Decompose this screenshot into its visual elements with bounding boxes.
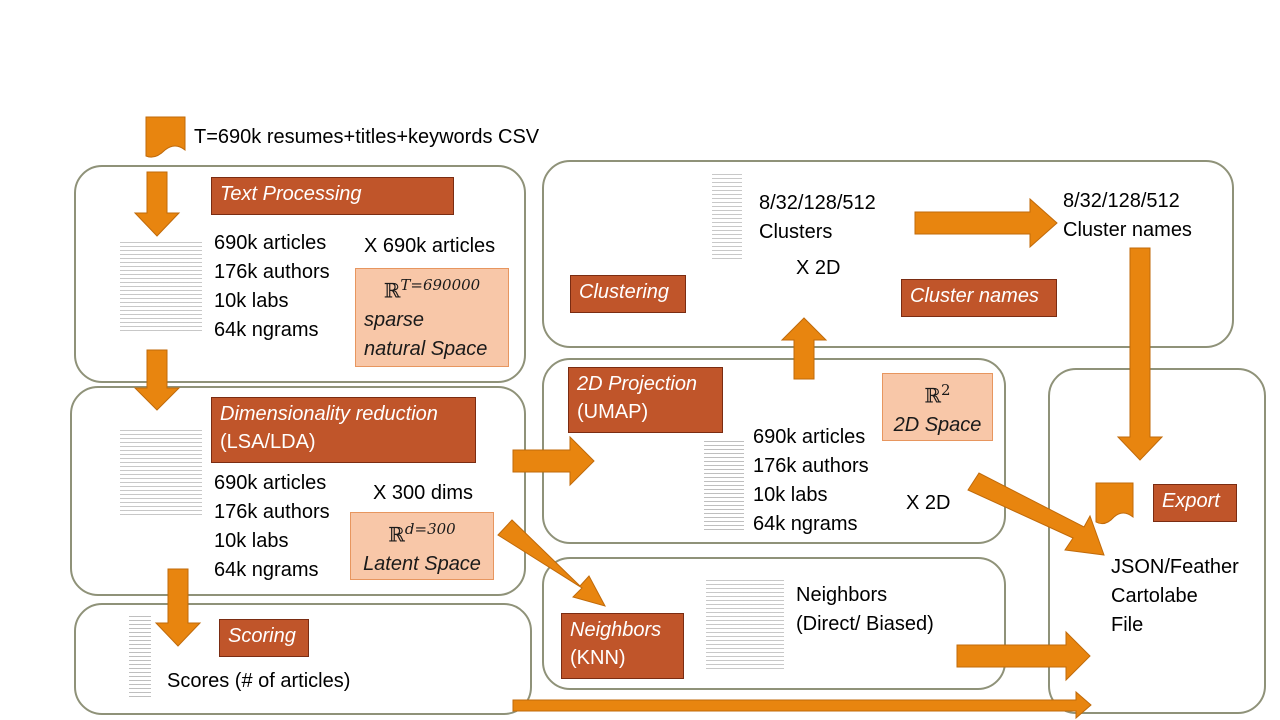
clustering-note: X 2D (796, 257, 841, 279)
count-authors: 176k authors (753, 455, 869, 477)
space-symbol: ℝ2 (924, 381, 951, 408)
cluster-names-label: Cluster names (901, 279, 1057, 317)
dim-reduction-title: Dimensionality reduction (220, 403, 438, 425)
space-line: 2D Space (893, 413, 982, 436)
clustering-panel (542, 160, 1234, 348)
count-ngrams: 64k ngrams (214, 559, 319, 581)
projection-counts: 690k articles 176k authors 10k labs 64k … (753, 423, 869, 539)
scoring-label: Scoring (219, 619, 309, 657)
projection-label: 2D Projection (UMAP) (568, 367, 723, 433)
arrow-icon (133, 349, 181, 411)
text-processing-counts: 690k articles 176k authors 10k labs 64k … (214, 229, 330, 345)
arrow-icon (914, 197, 1058, 249)
count-labs: 10k labs (753, 484, 828, 506)
matrix-thumbnail-icon (120, 242, 202, 332)
count-articles: 690k articles (214, 232, 327, 254)
count-authors: 176k authors (214, 261, 330, 283)
sparse-space-box: ℝT=690000 sparse natural Space (355, 268, 509, 367)
count-articles: 690k articles (214, 472, 327, 494)
matrix-thumbnail-icon (712, 174, 742, 262)
text-processing-note: X 690k articles (364, 235, 496, 257)
arrow-icon (1116, 247, 1164, 461)
space-line-2: natural Space (364, 337, 488, 360)
arrow-icon (956, 630, 1091, 682)
cluster-names-counts: 8/32/128/512 (1063, 190, 1180, 212)
arrow-icon (512, 435, 595, 487)
space-symbol: ℝT=690000 (383, 276, 481, 303)
arrow-icon (780, 317, 828, 380)
projection-title: 2D Projection (577, 373, 698, 395)
clusters-word: Clusters (759, 221, 833, 243)
count-ngrams: 64k ngrams (753, 513, 858, 535)
space-superscript: d=300 (404, 520, 456, 538)
dim-reduction-subtitle: (LSA/LDA) (220, 431, 316, 453)
neighbors-subtitle: (KNN) (570, 647, 626, 669)
arrow-icon (512, 690, 1092, 720)
matrix-thumbnail-icon (120, 430, 202, 518)
count-articles: 690k articles (753, 426, 866, 448)
export-line-2: Cartolabe (1111, 585, 1198, 607)
document-icon (1095, 482, 1134, 525)
export-line-3: File (1111, 614, 1144, 636)
clusters-counts: 8/32/128/512 (759, 192, 876, 214)
count-authors: 176k authors (214, 501, 330, 523)
export-title: Export (1162, 490, 1220, 512)
matrix-thumbnail-icon (704, 441, 744, 531)
scoring-title: Scoring (228, 625, 296, 647)
space-line: Latent Space (363, 552, 481, 575)
neighbors-label: Neighbors (KNN) (561, 613, 684, 679)
export-label: Export (1153, 484, 1237, 522)
source-label: T=690k resumes+titles+keywords CSV (194, 126, 540, 148)
arrow-icon (133, 171, 181, 237)
dim-reduction-note: X 300 dims (373, 482, 474, 504)
matrix-thumbnail-icon (706, 580, 784, 672)
text-processing-label: Text Processing (211, 177, 454, 215)
cluster-names-word: Cluster names (1063, 219, 1192, 241)
clustering-title: Clustering (579, 281, 670, 303)
neighbors-line-2: (Direct/ Biased) (796, 613, 934, 635)
neighbors-title: Neighbors (570, 619, 662, 641)
count-labs: 10k labs (214, 530, 289, 552)
dim-reduction-counts: 690k articles 176k authors 10k labs 64k … (214, 469, 330, 585)
space-superscript: 2 (941, 381, 951, 399)
export-line-1: JSON/Feather (1111, 556, 1239, 578)
matrix-thumbnail-icon (129, 616, 151, 700)
dim-reduction-label: Dimensionality reduction (LSA/LDA) (211, 397, 476, 463)
clustering-label: Clustering (570, 275, 686, 313)
projection-subtitle: (UMAP) (577, 401, 649, 423)
space-line-1: sparse (364, 308, 425, 331)
clusters-text: 8/32/128/512 Clusters (759, 189, 876, 247)
cluster-names-text: 8/32/128/512 Cluster names (1063, 187, 1192, 245)
arrow-icon (967, 472, 1105, 556)
count-labs: 10k labs (214, 290, 289, 312)
2d-space-box: ℝ2 2D Space (882, 373, 993, 441)
count-ngrams: 64k ngrams (214, 319, 319, 341)
space-symbol: ℝd=300 (388, 520, 456, 547)
space-superscript: T=690000 (400, 276, 481, 294)
neighbors-text: Neighbors (Direct/ Biased) (796, 581, 934, 639)
text-processing-title: Text Processing (220, 183, 362, 205)
latent-space-box: ℝd=300 Latent Space (350, 512, 494, 580)
document-icon (145, 116, 186, 158)
cluster-names-title: Cluster names (910, 285, 1039, 307)
export-text: JSON/Feather Cartolabe File (1111, 553, 1239, 640)
neighbors-line-1: Neighbors (796, 584, 888, 606)
arrow-icon (154, 568, 202, 647)
scores-text: Scores (# of articles) (167, 670, 351, 692)
arrow-icon (497, 519, 606, 607)
projection-note: X 2D (906, 492, 951, 514)
